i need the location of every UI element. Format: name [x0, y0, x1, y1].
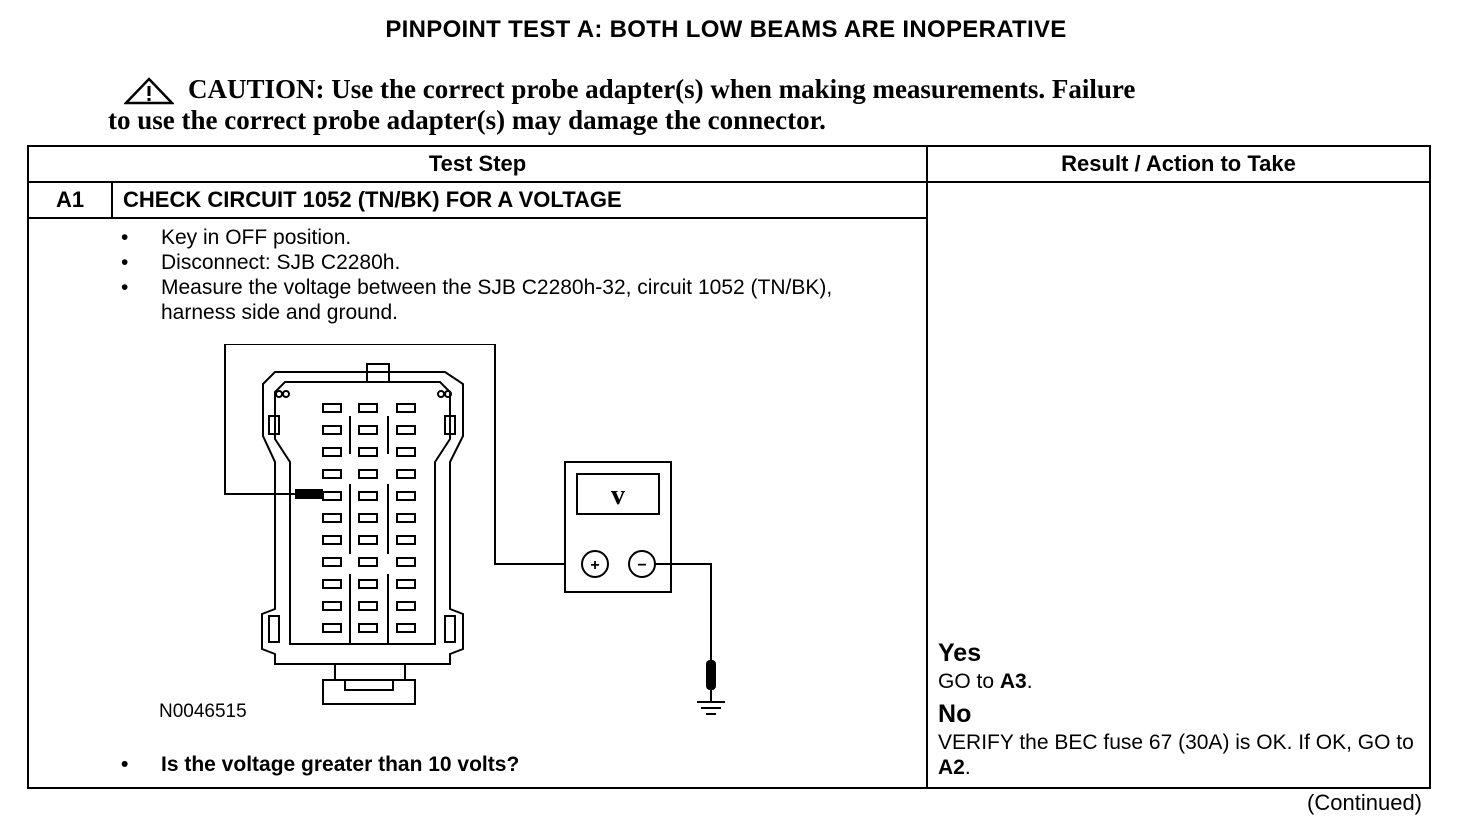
step-question: Is the voltage greater than 10 volts?: [121, 753, 519, 777]
connector-voltage-diagram: v + −: [224, 344, 725, 715]
continued-label: (Continued): [1307, 790, 1422, 815]
multimeter-display: [576, 473, 660, 515]
connector-housing: [261, 371, 464, 665]
step-instructions: Key in OFF position. Disconnect: SJB C22…: [121, 225, 901, 325]
pinpoint-test-table: Test Step Result / Action to Take A1 CHE…: [26, 145, 1432, 789]
probe-tip: [295, 489, 323, 499]
result-cell: Yes GO to A3. No VERIFY the BEC fuse 67 …: [926, 181, 1432, 789]
ground-wire: [655, 563, 712, 662]
caution-text-line1: Use the correct probe adapter(s) when ma…: [331, 74, 1136, 104]
connector-cavities: [322, 403, 416, 633]
instruction-item: Key in OFF position.: [121, 225, 901, 250]
header-test-step: Test Step: [26, 145, 929, 183]
instruction-item: Disconnect: SJB C2280h.: [121, 250, 901, 275]
instruction-item: Measure the voltage between the SJB C228…: [121, 275, 901, 325]
multimeter: [564, 461, 672, 593]
result-no-target: A2: [938, 756, 965, 779]
step-body: Key in OFF position. Disconnect: SJB C22…: [26, 217, 929, 789]
result-no-label: No: [938, 700, 972, 728]
caution-text-line2: to use the correct probe adapter(s) may …: [108, 105, 826, 135]
result-yes-text: GO to A3.: [938, 670, 1033, 693]
result-yes-label: Yes: [938, 639, 982, 667]
caution-label: CAUTION:: [188, 74, 325, 104]
header-result-action: Result / Action to Take: [926, 145, 1432, 183]
probe-wire: [224, 344, 565, 565]
result-no-text: VERIFY the BEC fuse 67 (30A) is OK. If O…: [938, 731, 1414, 779]
caution-note: CAUTION: Use the correct probe adapter(s…: [108, 74, 1308, 136]
step-number: A1: [27, 181, 113, 219]
step-title: CHECK CIRCUIT 1052 (TN/BK) FOR A VOLTAGE: [110, 181, 929, 219]
meter-symbol: v: [611, 480, 625, 511]
page-title: PINPOINT TEST A: BOTH LOW BEAMS ARE INOP…: [385, 16, 1067, 43]
result-yes-target: A3: [999, 670, 1027, 693]
meter-minus-label: −: [637, 557, 646, 574]
warning-triangle-icon: [124, 77, 174, 105]
meter-plus-label: +: [590, 557, 599, 574]
meter-plus-terminal: [581, 550, 609, 578]
ground-probe: [706, 660, 716, 690]
figure-id: N0046515: [159, 701, 247, 722]
